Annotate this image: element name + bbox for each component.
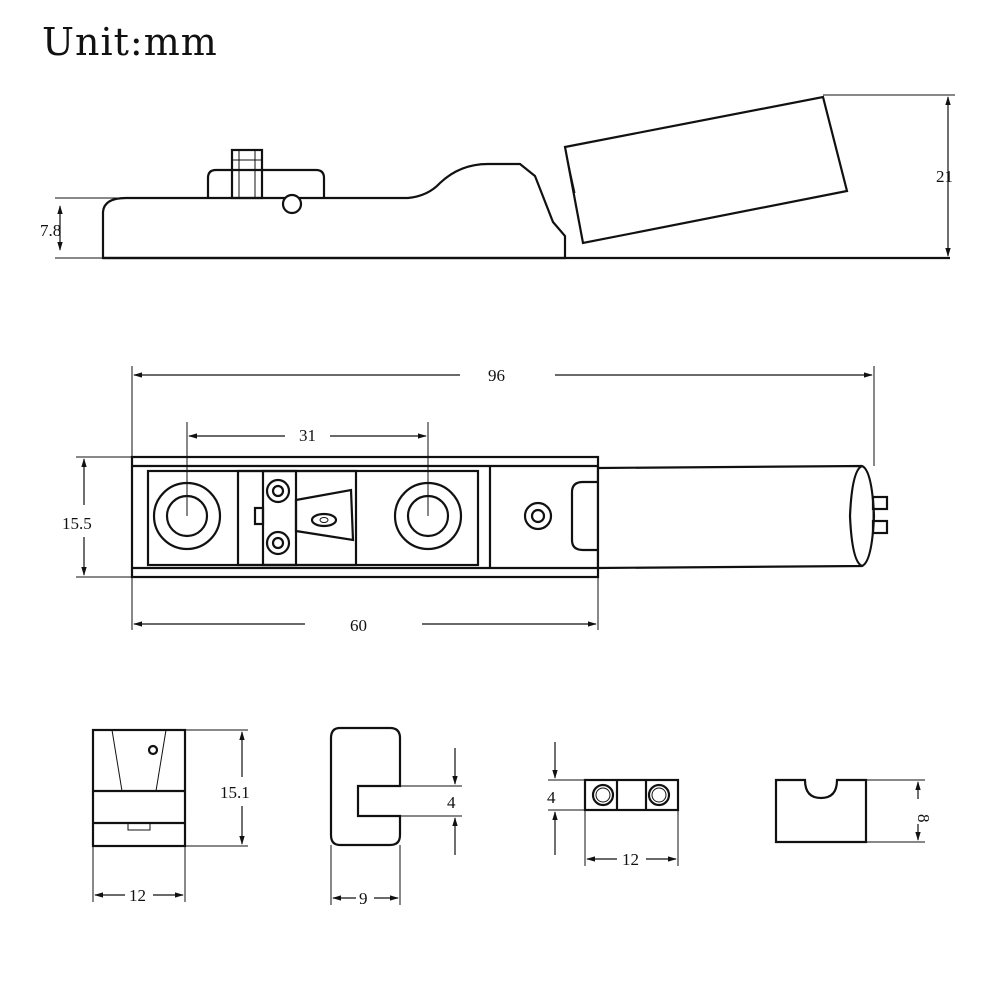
top-view-body [130,455,600,579]
dim-block-height: 8 [914,814,933,823]
dim-body-length: 60 [350,616,367,635]
top-view-screw [523,501,553,531]
side-view-body [101,162,567,260]
block-body [774,778,868,844]
side-view-hole [281,193,303,215]
block-view: 8 [774,778,933,844]
dim-profile-width: 9 [359,889,368,908]
dim-end-width: 12 [129,886,146,905]
dim-plate-width: 12 [622,850,639,869]
dim-total-height: 21 [936,167,953,186]
side-view: 7.8 21 [40,94,955,260]
profile-view: 4 9 [329,726,462,908]
plate-view: 4 12 [547,742,680,869]
dim-body-width: 15.5 [62,514,92,533]
profile-body [329,726,402,847]
side-view-motor [563,95,849,245]
dim-overall-length: 96 [488,366,505,385]
top-view-motor [596,464,876,570]
dim-side-height: 7.8 [40,221,61,240]
top-view: 96 31 15.5 60 [62,366,889,635]
dim-hole-spacing: 31 [299,426,316,445]
end-view: 15.1 12 [91,728,250,905]
dim-plate-height: 4 [547,788,556,807]
side-view-bracket [206,168,326,198]
plate-body [583,778,680,812]
dim-end-height: 15.1 [220,783,250,802]
side-view-pin [230,148,264,200]
end-view-body [91,728,187,848]
unit-title: Unit:mm [42,20,218,64]
dim-slot-width: 4 [447,793,456,812]
